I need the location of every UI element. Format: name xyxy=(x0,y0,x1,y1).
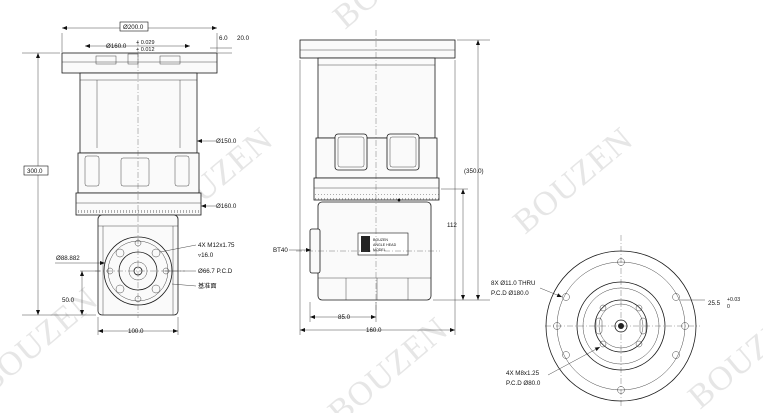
side-top-flange xyxy=(299,39,456,59)
side-view: BOUZEN ANGLE HEAD MODEL (350.0) 112 BT40… xyxy=(273,30,490,335)
height-300-box xyxy=(23,165,49,176)
height-label: 300.0 xyxy=(27,168,43,175)
bore-tol-upper: + 0.029 xyxy=(136,40,155,46)
watermark-text: BOUZEN xyxy=(681,295,763,413)
plate-line: ANGLE HEAD xyxy=(373,243,397,247)
dim-25-label: 25.5 xyxy=(708,300,721,307)
bottom-view: 8X Ø11.0 THRU P.C.D Ø180.0 25.5 +0.03 0 … xyxy=(491,235,740,408)
thread-spec-label: 4X M12x1.75 xyxy=(198,242,235,249)
m8-spec-label: 4X M8x1.25 xyxy=(506,370,540,377)
m8-pcd-label: P.C.D Ø80.0 xyxy=(506,380,541,387)
plate-line: BOUZEN xyxy=(373,238,388,242)
watermark-text: BOUZEN xyxy=(321,310,455,413)
dim-25-tol-lower: 0 xyxy=(727,304,730,310)
width-100-label: 100.0 xyxy=(128,328,144,335)
band xyxy=(77,152,200,194)
dia-150-label: Ø150.0 xyxy=(216,138,237,145)
height-112-label: 112 xyxy=(447,222,457,229)
dia-160-label: Ø160.0 xyxy=(216,203,237,210)
front-view: Ø200.0 Ø160.0 + 0.029 + 0.012 6.0 20.0 3… xyxy=(22,21,250,335)
width-85-label: 85.0 xyxy=(338,314,351,321)
height-50-label: 50.0 xyxy=(62,297,75,304)
outer-flange xyxy=(545,250,697,402)
pcd-66-label: Ø66.7 P.C.D xyxy=(198,268,233,275)
watermark-text: BOUZEN xyxy=(0,280,105,401)
dim-25-tol-upper: +0.03 xyxy=(727,297,740,303)
plate-line: MODEL xyxy=(373,248,386,252)
ref-face-label: 基准面 xyxy=(198,282,217,290)
side-column xyxy=(317,57,436,139)
holes-pcd-label: P.C.D Ø180.0 xyxy=(491,290,529,297)
bore-dim-label: Ø160.0 xyxy=(106,43,127,50)
flange-thk-label: 6.0 xyxy=(219,35,228,42)
flange-step-label: 20.0 xyxy=(237,35,250,42)
nameplate xyxy=(357,232,409,256)
holes-spec-label: 8X Ø11.0 THRU xyxy=(491,280,535,287)
width-200-box xyxy=(119,21,149,32)
top-flange xyxy=(61,52,218,74)
thread-depth-label: ▿16.0 xyxy=(198,252,214,259)
bt40-label: BT40 xyxy=(273,247,288,254)
watermark-text: BOUZEN xyxy=(506,120,640,241)
bore-tol-lower: + 0.012 xyxy=(136,47,155,53)
top-width-label: Ø200.0 xyxy=(123,24,144,31)
inner-boss xyxy=(576,281,666,371)
width-160-label: 160.0 xyxy=(366,327,382,334)
height-350-label: (350.0) xyxy=(464,168,484,175)
watermark-text: BOUZEN xyxy=(326,0,460,36)
dia-88-label: Ø88.882 xyxy=(56,255,80,262)
column-housing xyxy=(79,72,198,154)
